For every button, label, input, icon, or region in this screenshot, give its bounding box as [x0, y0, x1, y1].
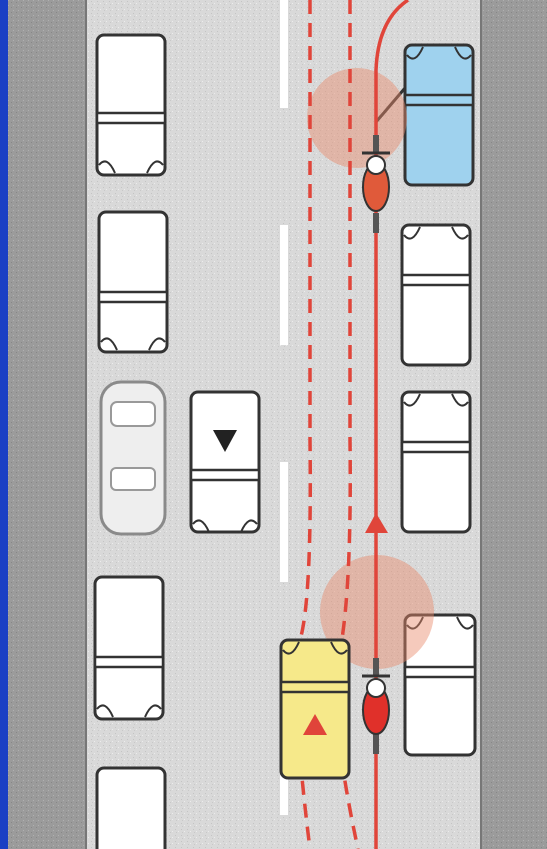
door-open-car [405, 45, 473, 185]
hazard-zone-door [307, 68, 407, 168]
parked-car [97, 35, 165, 175]
parked-car-faded [101, 382, 165, 534]
parked-car [402, 392, 470, 532]
parked-car [95, 577, 163, 719]
sidewalk-right [481, 0, 547, 849]
oncoming-car [191, 392, 259, 532]
parked-car [402, 225, 470, 365]
parked-car [97, 768, 165, 849]
lane-dash [280, 225, 288, 345]
lane-dash [280, 462, 288, 582]
sidewalk-left [8, 0, 86, 849]
lane-dash [280, 0, 288, 108]
parked-car [99, 212, 167, 352]
turning-car [281, 640, 349, 778]
